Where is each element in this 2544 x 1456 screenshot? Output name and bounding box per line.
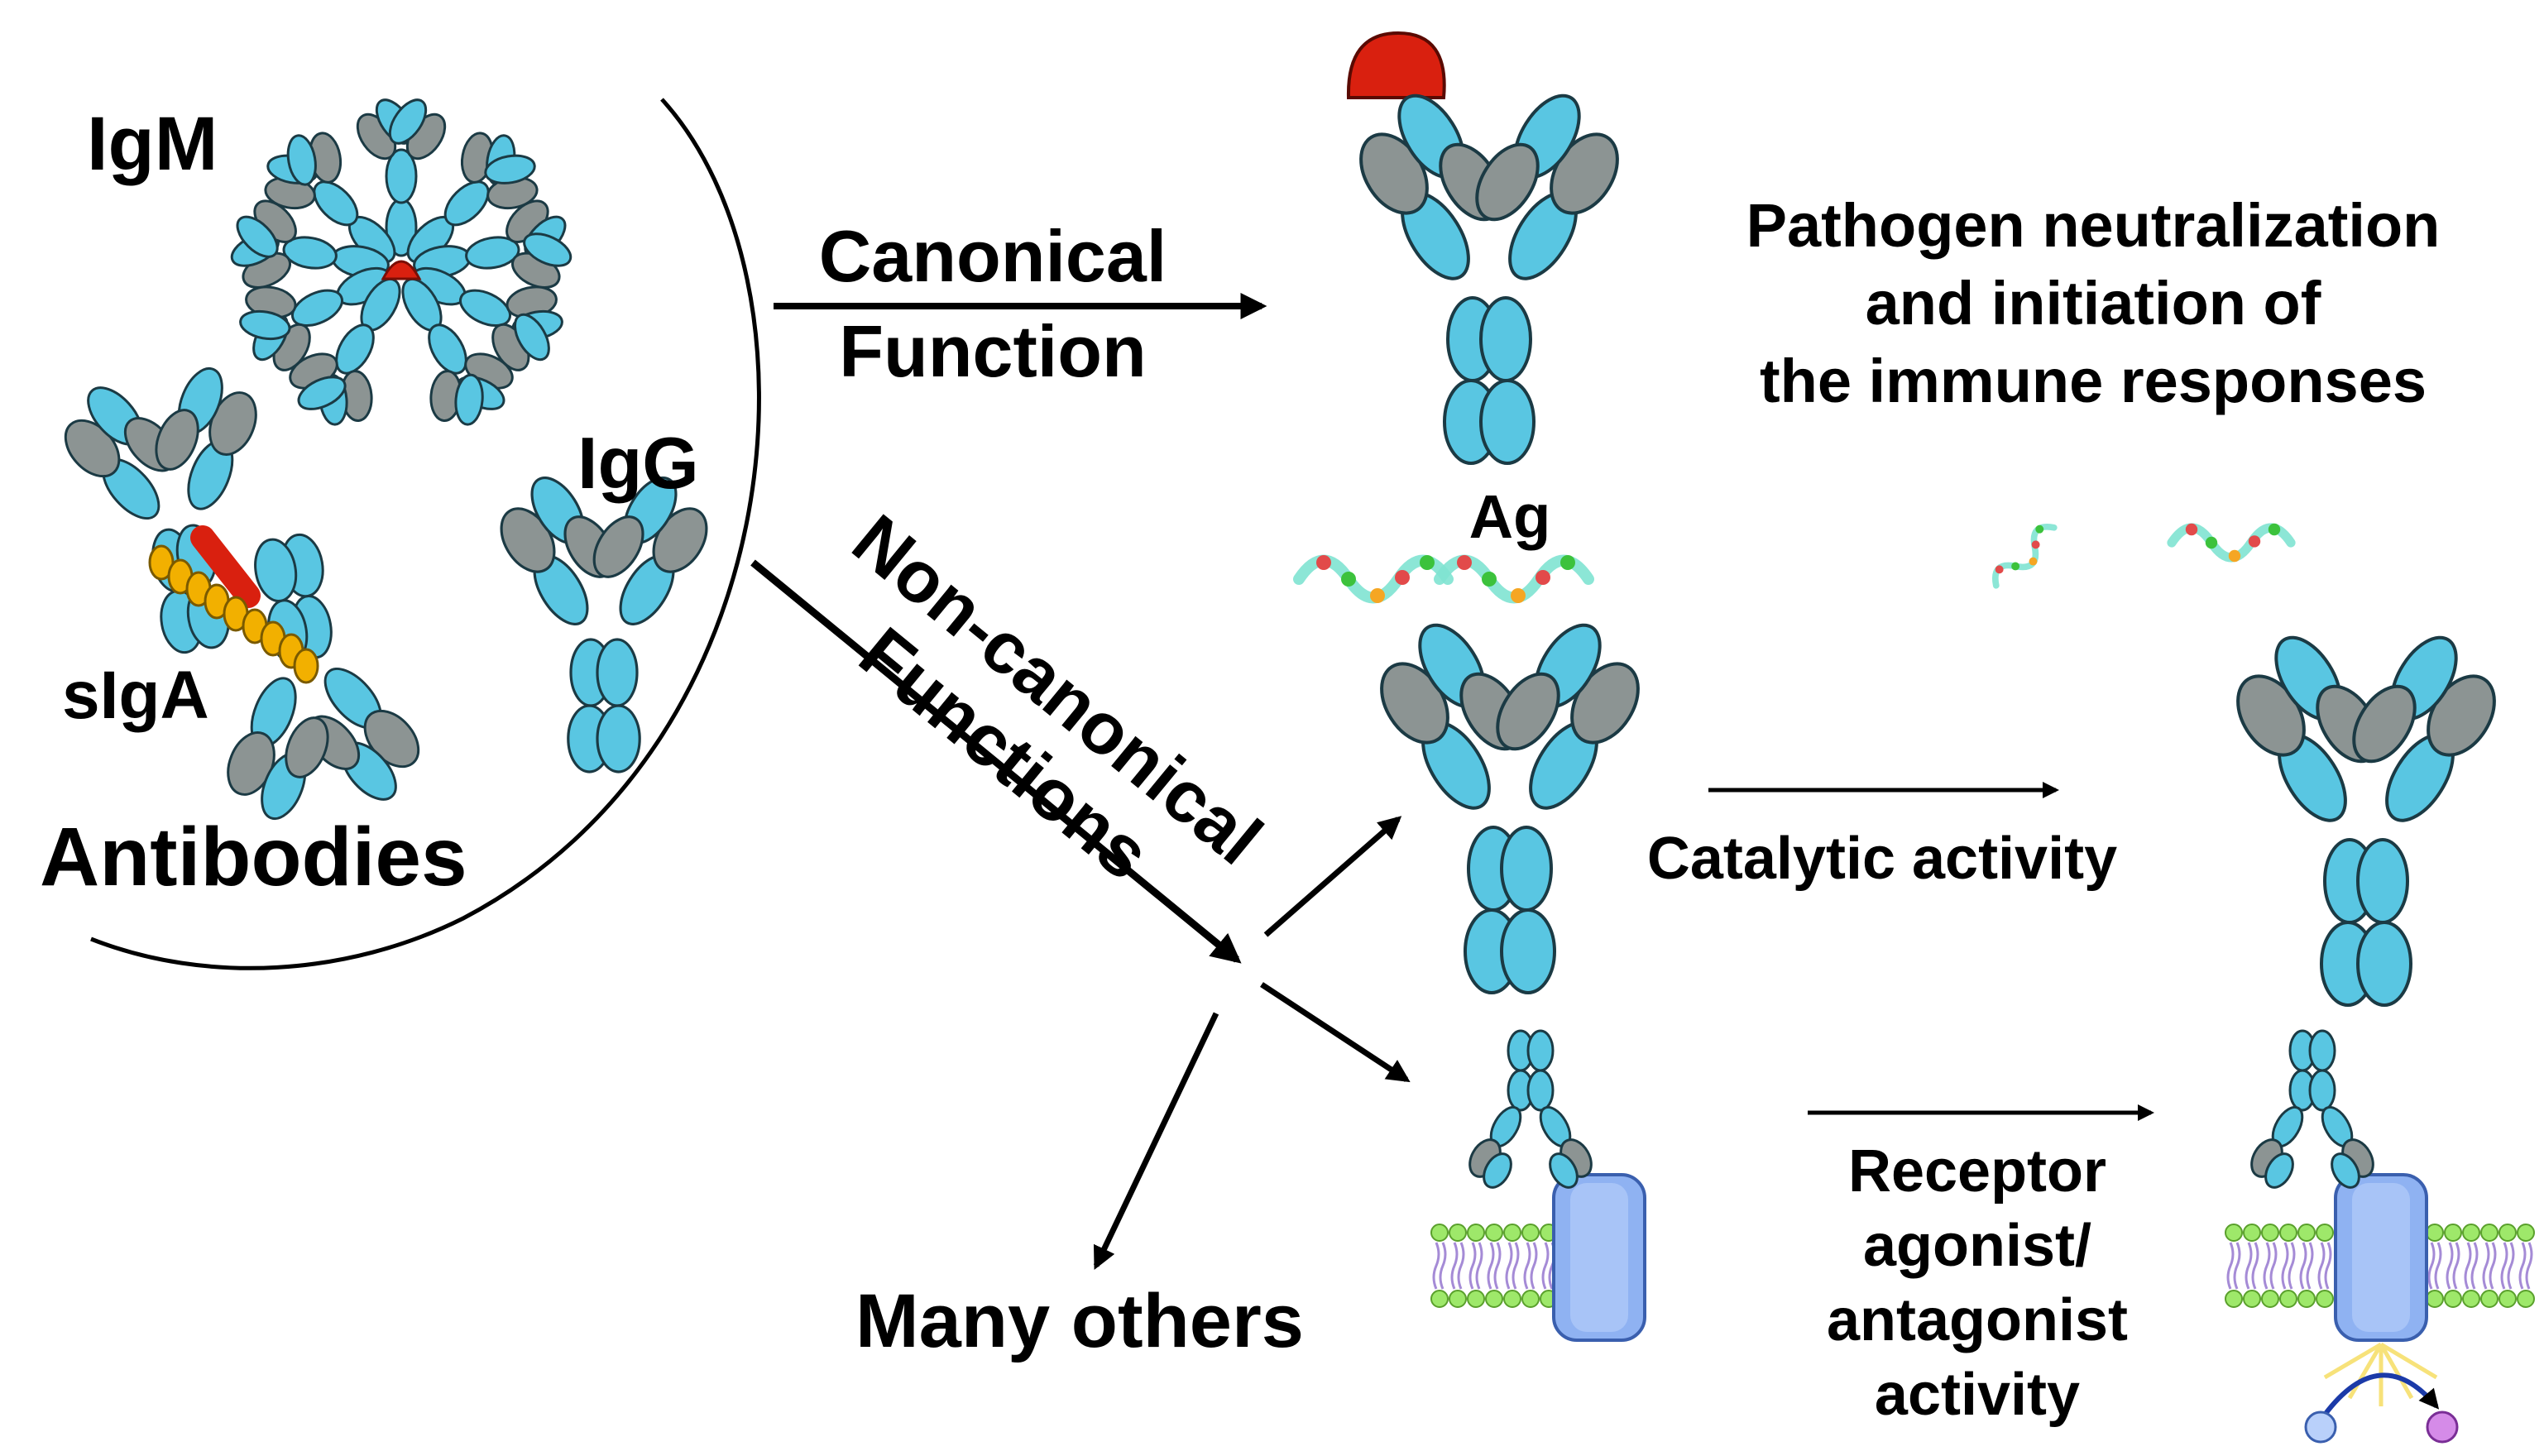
canonical-igg-icon	[1345, 83, 1633, 465]
antigen-peptide-icon	[1299, 555, 1448, 603]
canonical-result-line2: and initiation of	[1866, 269, 2321, 338]
canonical-result-line1: Pathogen neutralization	[1746, 191, 2441, 260]
branch-arrow-catalytic	[1263, 816, 1402, 937]
many-others-label: Many others	[855, 1279, 1304, 1363]
siga-label: sIgA	[62, 658, 209, 733]
receptor-label-line2: agonist/	[1863, 1213, 2091, 1279]
cleaved-peptide-icon	[1986, 518, 2063, 595]
canonical-label-line1: Canonical	[819, 215, 1167, 297]
catalytic-igg-icon	[1366, 612, 1654, 994]
antibodies-title: Antibodies	[40, 811, 467, 903]
igm-label: IgM	[87, 102, 218, 186]
antibodies-boundary-arc	[90, 98, 761, 970]
igm-pentamer-icon	[218, 92, 584, 448]
receptor-label-line1: Receptor	[1848, 1138, 2106, 1205]
cleaved-peptide-icon	[2172, 524, 2291, 562]
catalytic-label: Catalytic activity	[1647, 826, 2117, 892]
receptor-label-line3: antagonist	[1827, 1287, 2128, 1353]
branch-arrow-others	[1093, 1012, 1219, 1271]
igg-antibody-icon	[489, 467, 719, 774]
canonical-label-line2: Function	[839, 310, 1146, 392]
antigen-peptide-icon	[1440, 555, 1588, 603]
antigen-blob-icon	[1346, 31, 1446, 99]
canonical-result-line3: the immune responses	[1760, 347, 2427, 415]
ag-label: Ag	[1469, 482, 1551, 551]
membrane-receptor-icon	[1430, 1029, 1646, 1342]
branch-arrow-receptor	[1260, 982, 1411, 1083]
igg-label: IgG	[577, 422, 699, 504]
siga-dimer-icon	[45, 350, 439, 837]
receptor-label-line4: activity	[1875, 1362, 2080, 1428]
activated-receptor-icon	[2224, 1029, 2537, 1444]
noncanonical-arrow	[750, 559, 1242, 964]
catalytic-igg-after-icon	[2222, 625, 2510, 1007]
